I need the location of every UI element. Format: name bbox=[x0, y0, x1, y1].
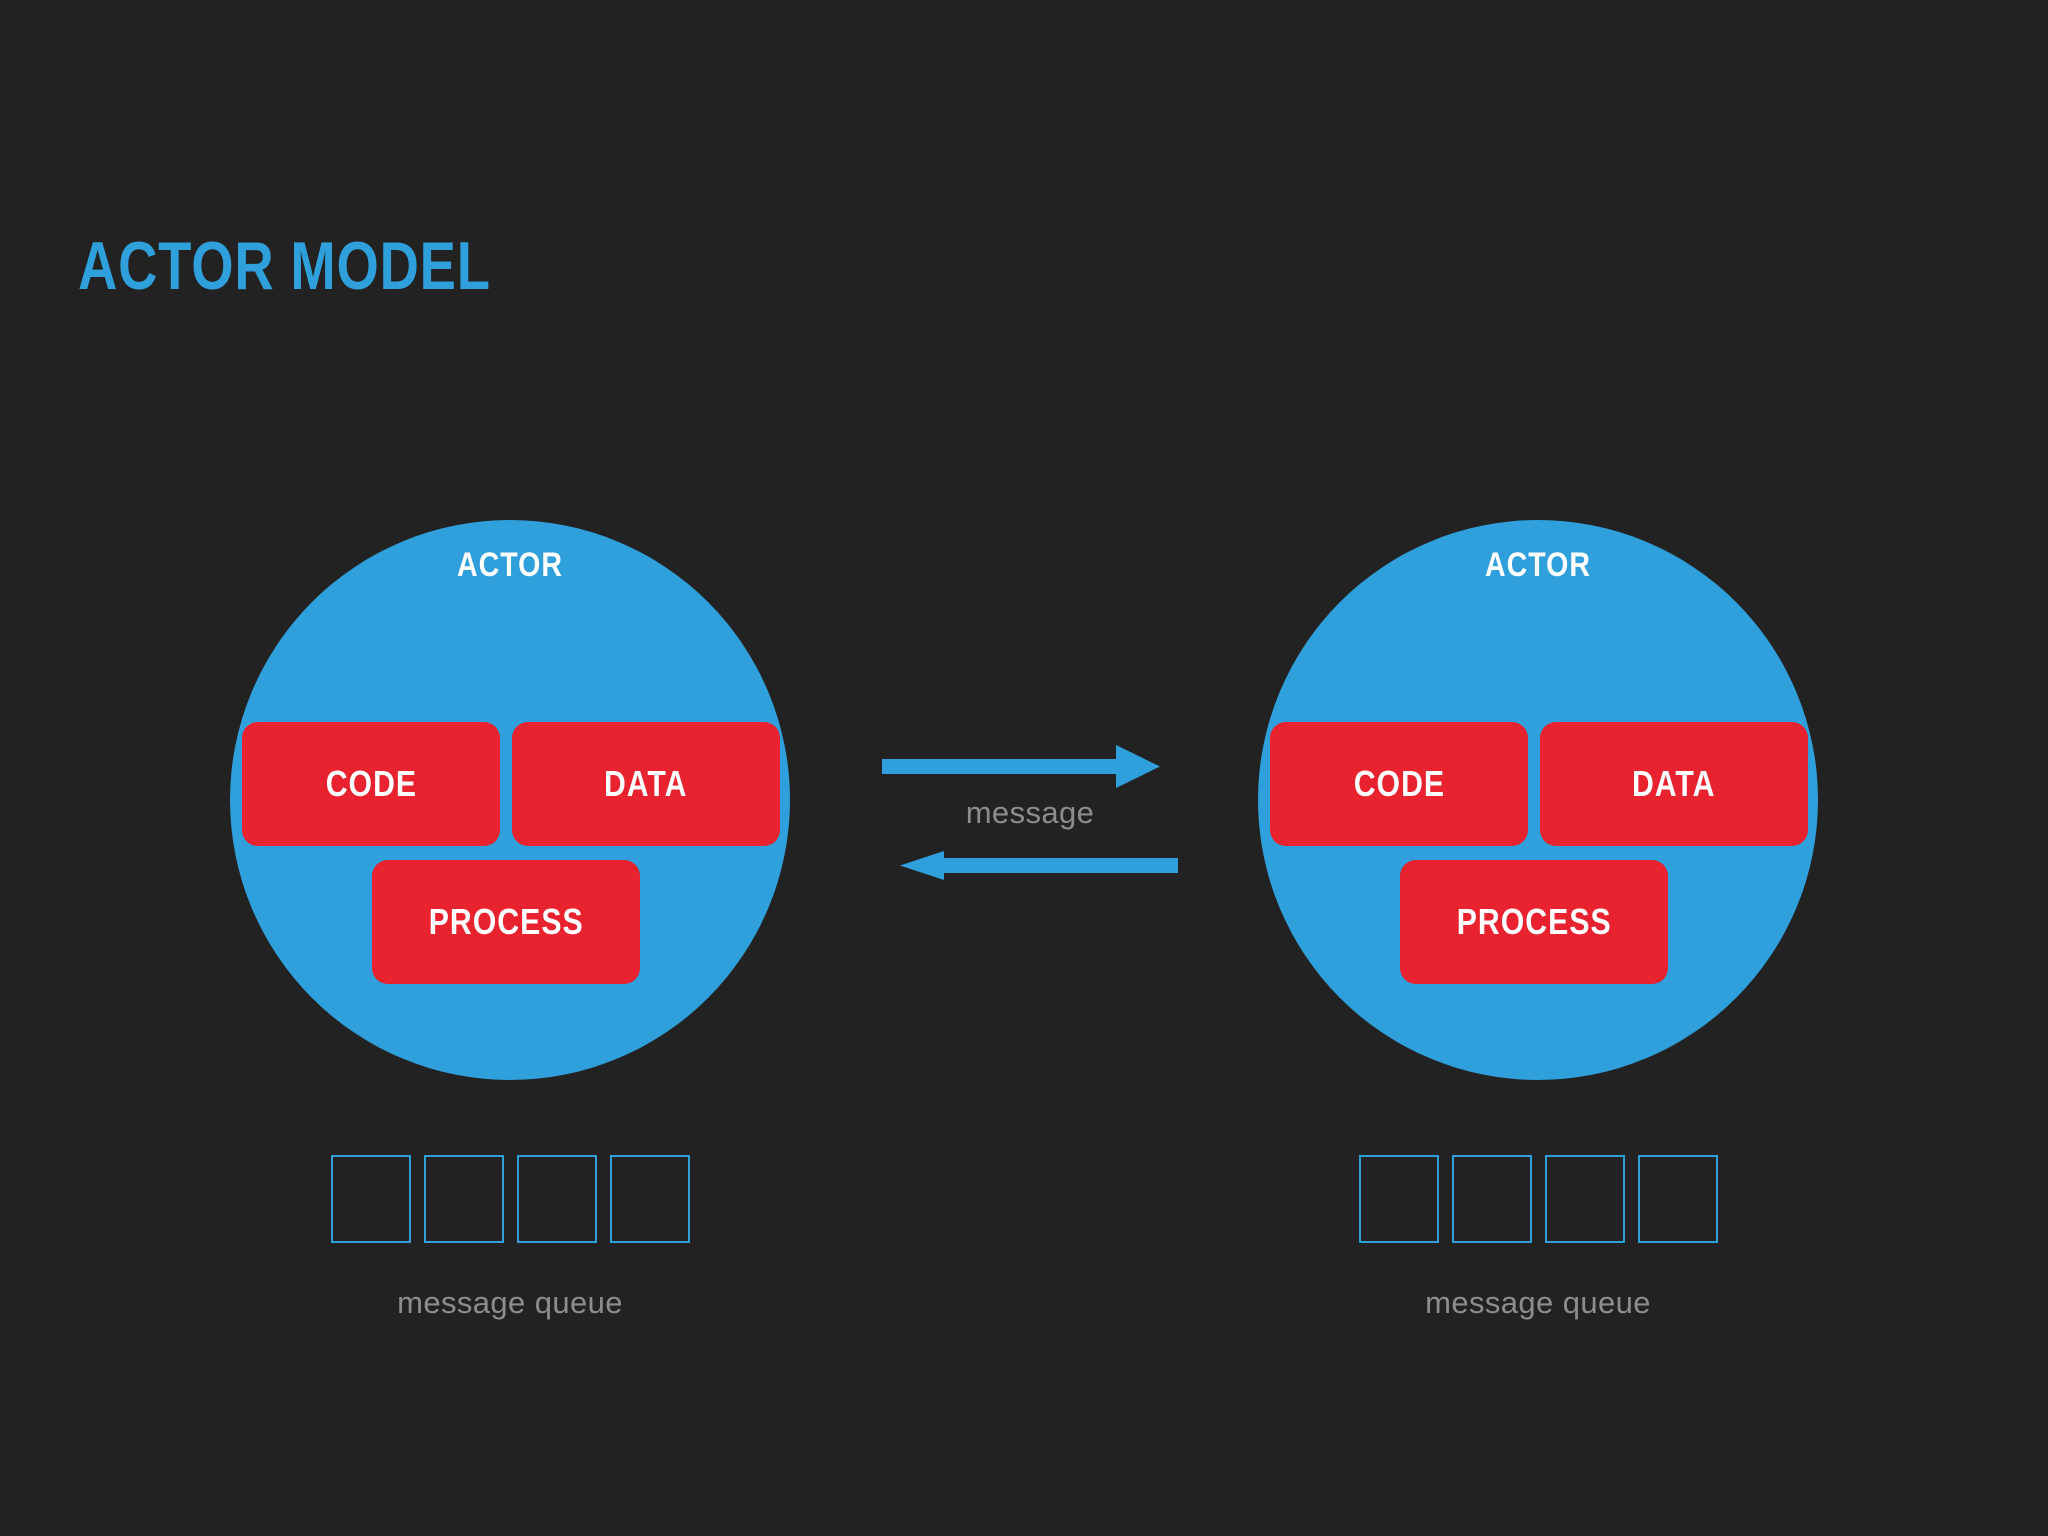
process-block-label-left: PROCESS bbox=[428, 901, 584, 942]
message-queue-caption-right: message queue bbox=[1425, 1285, 1651, 1320]
arrow-left-icon bbox=[900, 851, 1178, 880]
messaging-group: message bbox=[880, 735, 1180, 905]
message-queue-right bbox=[1258, 1155, 1818, 1243]
code-block-right[interactable]: CODE bbox=[1270, 722, 1528, 846]
code-block-label-left: CODE bbox=[325, 763, 417, 804]
queue-slot[interactable] bbox=[423, 1155, 504, 1243]
queue-slot[interactable] bbox=[330, 1155, 411, 1243]
data-block-label-right: DATA bbox=[1632, 763, 1716, 804]
actor-label-left: ACTOR bbox=[456, 546, 564, 584]
queue-slot[interactable] bbox=[1451, 1155, 1532, 1243]
data-block-left[interactable]: DATA bbox=[512, 722, 780, 846]
actor-group-right: ACTOR CODE DATA PROCESS message queue bbox=[1258, 520, 1818, 1320]
process-block-left[interactable]: PROCESS bbox=[372, 860, 640, 984]
queue-slot[interactable] bbox=[1637, 1155, 1718, 1243]
message-arrows bbox=[882, 745, 1178, 880]
arrow-right-icon bbox=[882, 745, 1160, 788]
actor-group-left: ACTOR CODE DATA PROCESS message queue bbox=[230, 520, 790, 1320]
data-block-label-left: DATA bbox=[604, 763, 688, 804]
page-title: ACTOR MODEL bbox=[78, 228, 491, 304]
actor-label-right: ACTOR bbox=[1484, 546, 1592, 584]
queue-slot[interactable] bbox=[1358, 1155, 1439, 1243]
queue-slot[interactable] bbox=[609, 1155, 690, 1243]
queue-slot[interactable] bbox=[516, 1155, 597, 1243]
message-label: message bbox=[965, 795, 1095, 830]
message-queue-left bbox=[230, 1155, 790, 1243]
message-queue-caption-left: message queue bbox=[397, 1285, 623, 1320]
queue-slot[interactable] bbox=[1544, 1155, 1625, 1243]
code-block-label-right: CODE bbox=[1353, 763, 1445, 804]
code-block-left[interactable]: CODE bbox=[242, 722, 500, 846]
process-block-label-right: PROCESS bbox=[1456, 901, 1612, 942]
data-block-right[interactable]: DATA bbox=[1540, 722, 1808, 846]
process-block-right[interactable]: PROCESS bbox=[1400, 860, 1668, 984]
